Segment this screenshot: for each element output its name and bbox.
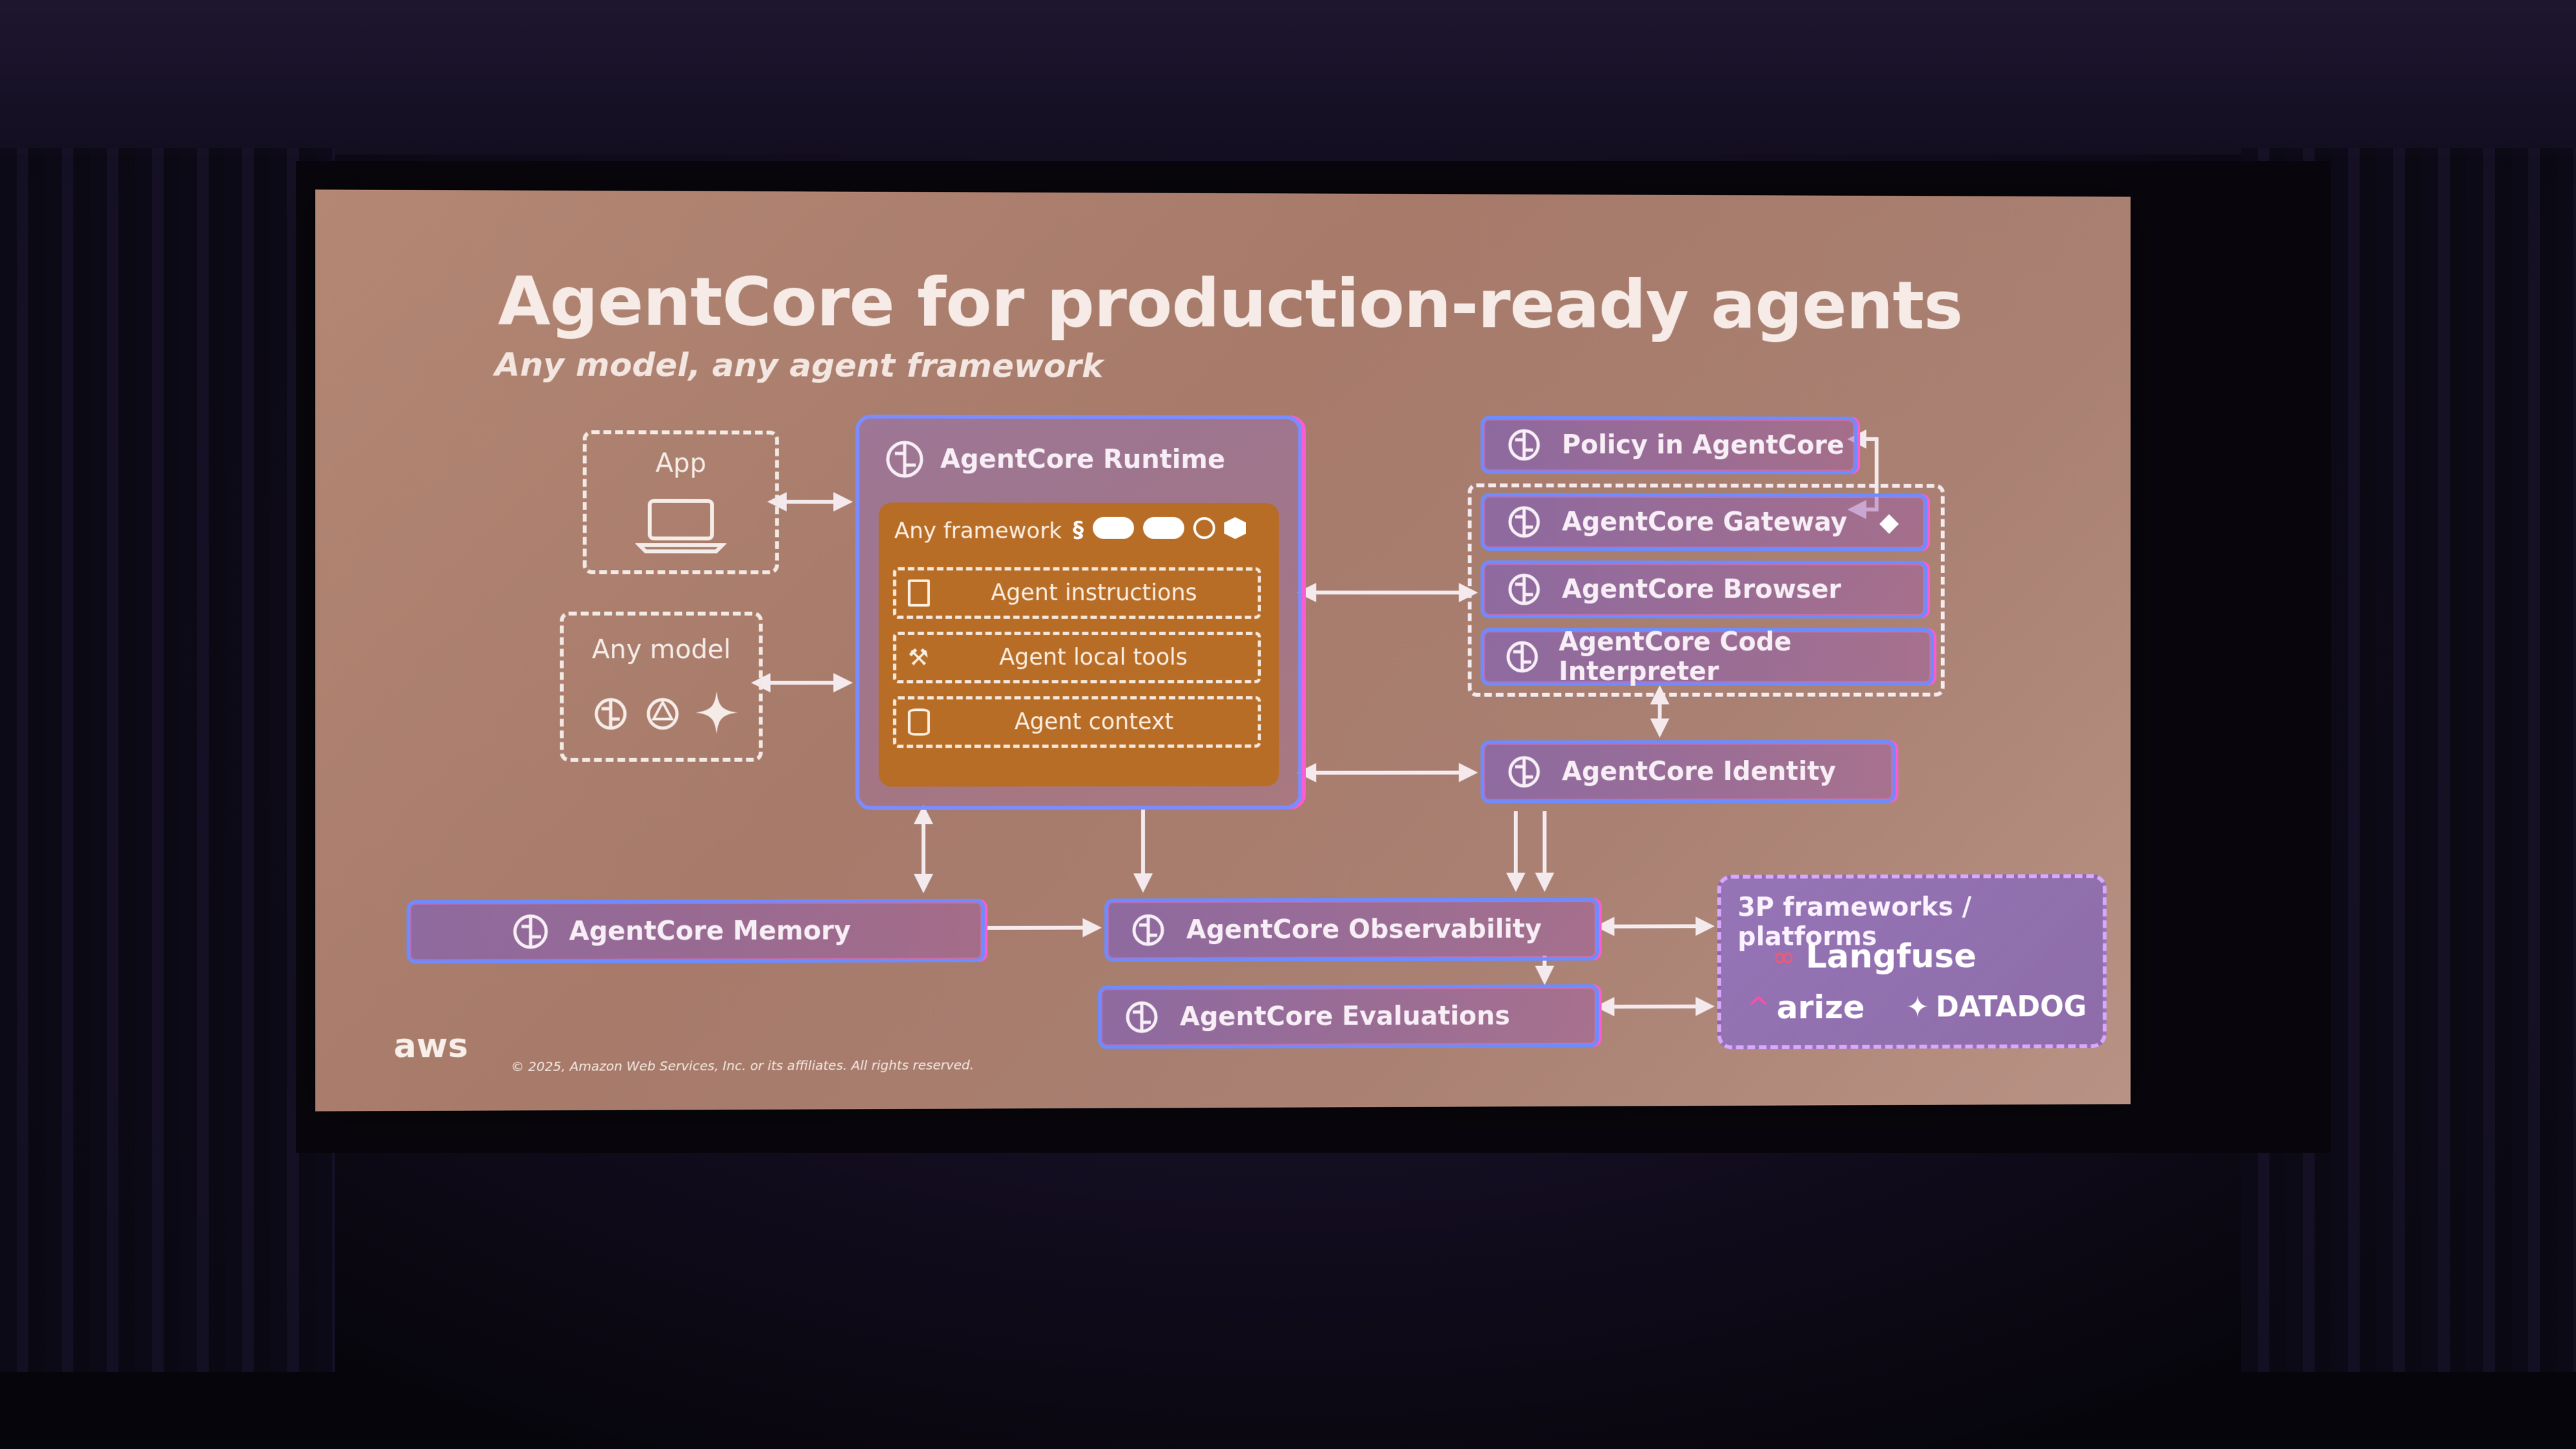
gateway-label: AgentCore Gateway xyxy=(1562,507,1848,537)
agentcore-code-interpreter: AgentCore Code Interpreter xyxy=(1481,627,1934,687)
agentcore-browser: AgentCore Browser xyxy=(1481,560,1927,619)
hammer-icon: ⚒ xyxy=(907,644,929,671)
brain-circuit-icon xyxy=(590,693,632,734)
database-icon xyxy=(907,708,930,736)
identity-label: AgentCore Identity xyxy=(1562,757,1836,787)
agentcore-evaluations: AgentCore Evaluations xyxy=(1097,984,1599,1049)
code-interpreter-label: AgentCore Code Interpreter xyxy=(1558,627,1792,687)
evaluations-label: AgentCore Evaluations xyxy=(1179,1001,1510,1032)
brain-circuit-icon xyxy=(507,909,553,954)
policy-label: Policy in AgentCore xyxy=(1562,430,1844,460)
langfuse-label: Langfuse xyxy=(1805,937,1976,976)
brain-circuit-icon xyxy=(882,437,927,482)
memory-label: AgentCore Memory xyxy=(569,916,851,947)
sparkle-icon xyxy=(695,691,739,734)
brain-circuit-icon xyxy=(1119,994,1164,1039)
row-label: Agent context xyxy=(1014,709,1174,735)
datadog-label: DATADOG xyxy=(1935,990,2087,1024)
row-label: Agent local tools xyxy=(999,644,1188,671)
brain-circuit-icon xyxy=(1502,750,1547,795)
app-label: App xyxy=(655,448,706,478)
openai-icon xyxy=(642,693,684,734)
arize-label: arize xyxy=(1776,989,1865,1027)
agentcore-gateway: AgentCore Gateway ◆ xyxy=(1481,493,1927,551)
agentcore-runtime-panel: AgentCore Runtime Any framework § Agent … xyxy=(855,414,1302,810)
curtain-left xyxy=(0,148,335,1372)
agentcore-observability: AgentCore Observability xyxy=(1104,897,1599,962)
third-party-platforms: 3P frameworks / platforms ∞ Langfuse ^ a… xyxy=(1717,874,2107,1050)
datadog-icon: ✦ xyxy=(1906,990,1929,1024)
diamond-tool-icon: ◆ xyxy=(1879,507,1899,538)
langfuse-logo: ∞ Langfuse xyxy=(1772,937,1976,976)
arize-icon: ^ xyxy=(1747,991,1770,1024)
crewai-logo xyxy=(1193,516,1216,539)
brain-circuit-icon xyxy=(1502,500,1547,545)
framework-label: Any framework xyxy=(894,518,1062,544)
aws-logo: aws xyxy=(393,1026,468,1066)
runtime-title: AgentCore Runtime xyxy=(940,444,1226,475)
any-model-label: Any model xyxy=(592,634,731,665)
strands-logo: § xyxy=(1072,516,1084,543)
document-icon xyxy=(907,579,930,607)
arize-logo: ^ arize xyxy=(1747,989,1865,1026)
brain-circuit-icon xyxy=(1502,567,1547,612)
langfuse-icon: ∞ xyxy=(1772,940,1795,974)
slide: AgentCore for production-ready agents An… xyxy=(315,189,2130,1111)
copyright-footer: © 2025, Amazon Web Services, Inc. or its… xyxy=(511,1057,974,1075)
laptop-icon xyxy=(636,496,726,554)
brain-circuit-icon xyxy=(1502,422,1547,468)
framework-logos: § xyxy=(1073,517,1246,543)
langchain-logo xyxy=(1092,516,1134,539)
any-model-box: Any model xyxy=(560,611,763,762)
runtime-row-instructions: Agent instructions xyxy=(893,567,1261,620)
row-label: Agent instructions xyxy=(990,580,1197,606)
datadog-logo: ✦ DATADOG xyxy=(1906,990,2087,1024)
browser-label: AgentCore Browser xyxy=(1562,574,1841,605)
observability-label: AgentCore Observability xyxy=(1186,914,1542,945)
ceiling xyxy=(0,0,2576,155)
brain-circuit-icon xyxy=(1502,634,1544,679)
runtime-row-context: Agent context xyxy=(893,696,1261,748)
agentcore-memory: AgentCore Memory xyxy=(406,898,985,964)
runtime-inner-panel: Any framework § Agent instructions ⚒ Age… xyxy=(878,502,1279,787)
langgraph-logo xyxy=(1142,516,1184,539)
runtime-row-local-tools: ⚒ Agent local tools xyxy=(893,631,1261,684)
policy-in-agentcore: Policy in AgentCore xyxy=(1481,415,1858,475)
app-box: App xyxy=(582,430,779,574)
llamaindex-logo xyxy=(1224,517,1246,539)
brain-circuit-icon xyxy=(1126,907,1171,952)
agentcore-identity: AgentCore Identity xyxy=(1481,740,1896,804)
